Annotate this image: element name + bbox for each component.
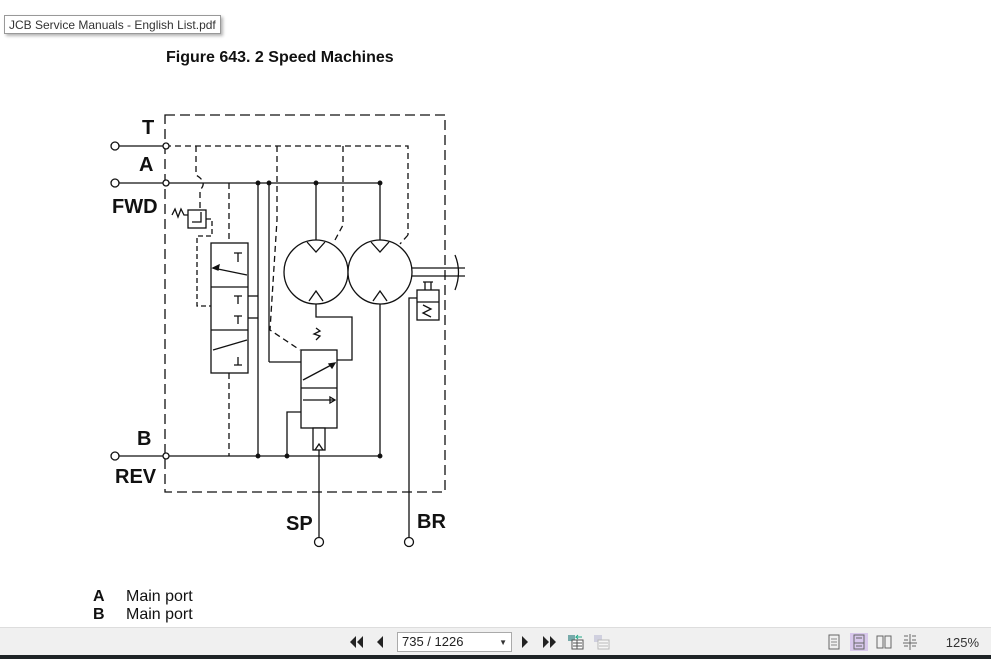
next-page-button[interactable] (519, 634, 531, 650)
back-view-icon (568, 634, 584, 650)
next-page-icon (522, 636, 528, 648)
label-fwd: FWD (112, 196, 158, 218)
last-page-icon (543, 636, 556, 648)
continuous-facing-icon (903, 634, 917, 650)
first-page-button[interactable] (349, 634, 365, 650)
facing-view-button[interactable] (875, 633, 893, 651)
label-a: A (139, 154, 153, 176)
pdf-page: Figure 643. 2 Speed Machines (4, 15, 465, 623)
go-back-view-button[interactable] (567, 634, 585, 650)
zoom-level[interactable]: 125% (945, 635, 979, 650)
continuous-facing-view-button[interactable] (901, 633, 919, 651)
first-page-icon (350, 636, 363, 648)
previous-page-button[interactable] (374, 634, 386, 650)
figure-title: Figure 643. 2 Speed Machines (166, 49, 394, 66)
page-number-field[interactable]: 735 / 1226 ▼ (397, 632, 512, 652)
taskbar-edge (0, 655, 991, 659)
go-forward-view-button[interactable] (593, 634, 611, 650)
pdf-toolbar: 735 / 1226 ▼ 125% (0, 627, 991, 655)
forward-view-icon (594, 635, 610, 650)
single-page-icon (828, 634, 840, 650)
last-page-button[interactable] (541, 634, 557, 650)
label-br: BR (417, 511, 446, 533)
facing-pages-icon (876, 635, 892, 649)
label-b: B (137, 428, 151, 450)
label-t: T (142, 117, 154, 139)
continuous-page-icon (853, 634, 865, 650)
outer-boundary (164, 114, 446, 493)
continuous-view-button[interactable] (850, 633, 868, 651)
hydraulic-diagram: T A FWD B REV SP BR (110, 114, 465, 548)
previous-page-icon (377, 636, 383, 648)
label-sp: SP (286, 513, 313, 535)
dropdown-arrow-icon[interactable]: ▼ (499, 638, 507, 647)
label-rev: REV (115, 466, 157, 488)
single-page-view-button[interactable] (825, 633, 843, 651)
document-tooltip: JCB Service Manuals - English List.pdf (4, 15, 221, 34)
